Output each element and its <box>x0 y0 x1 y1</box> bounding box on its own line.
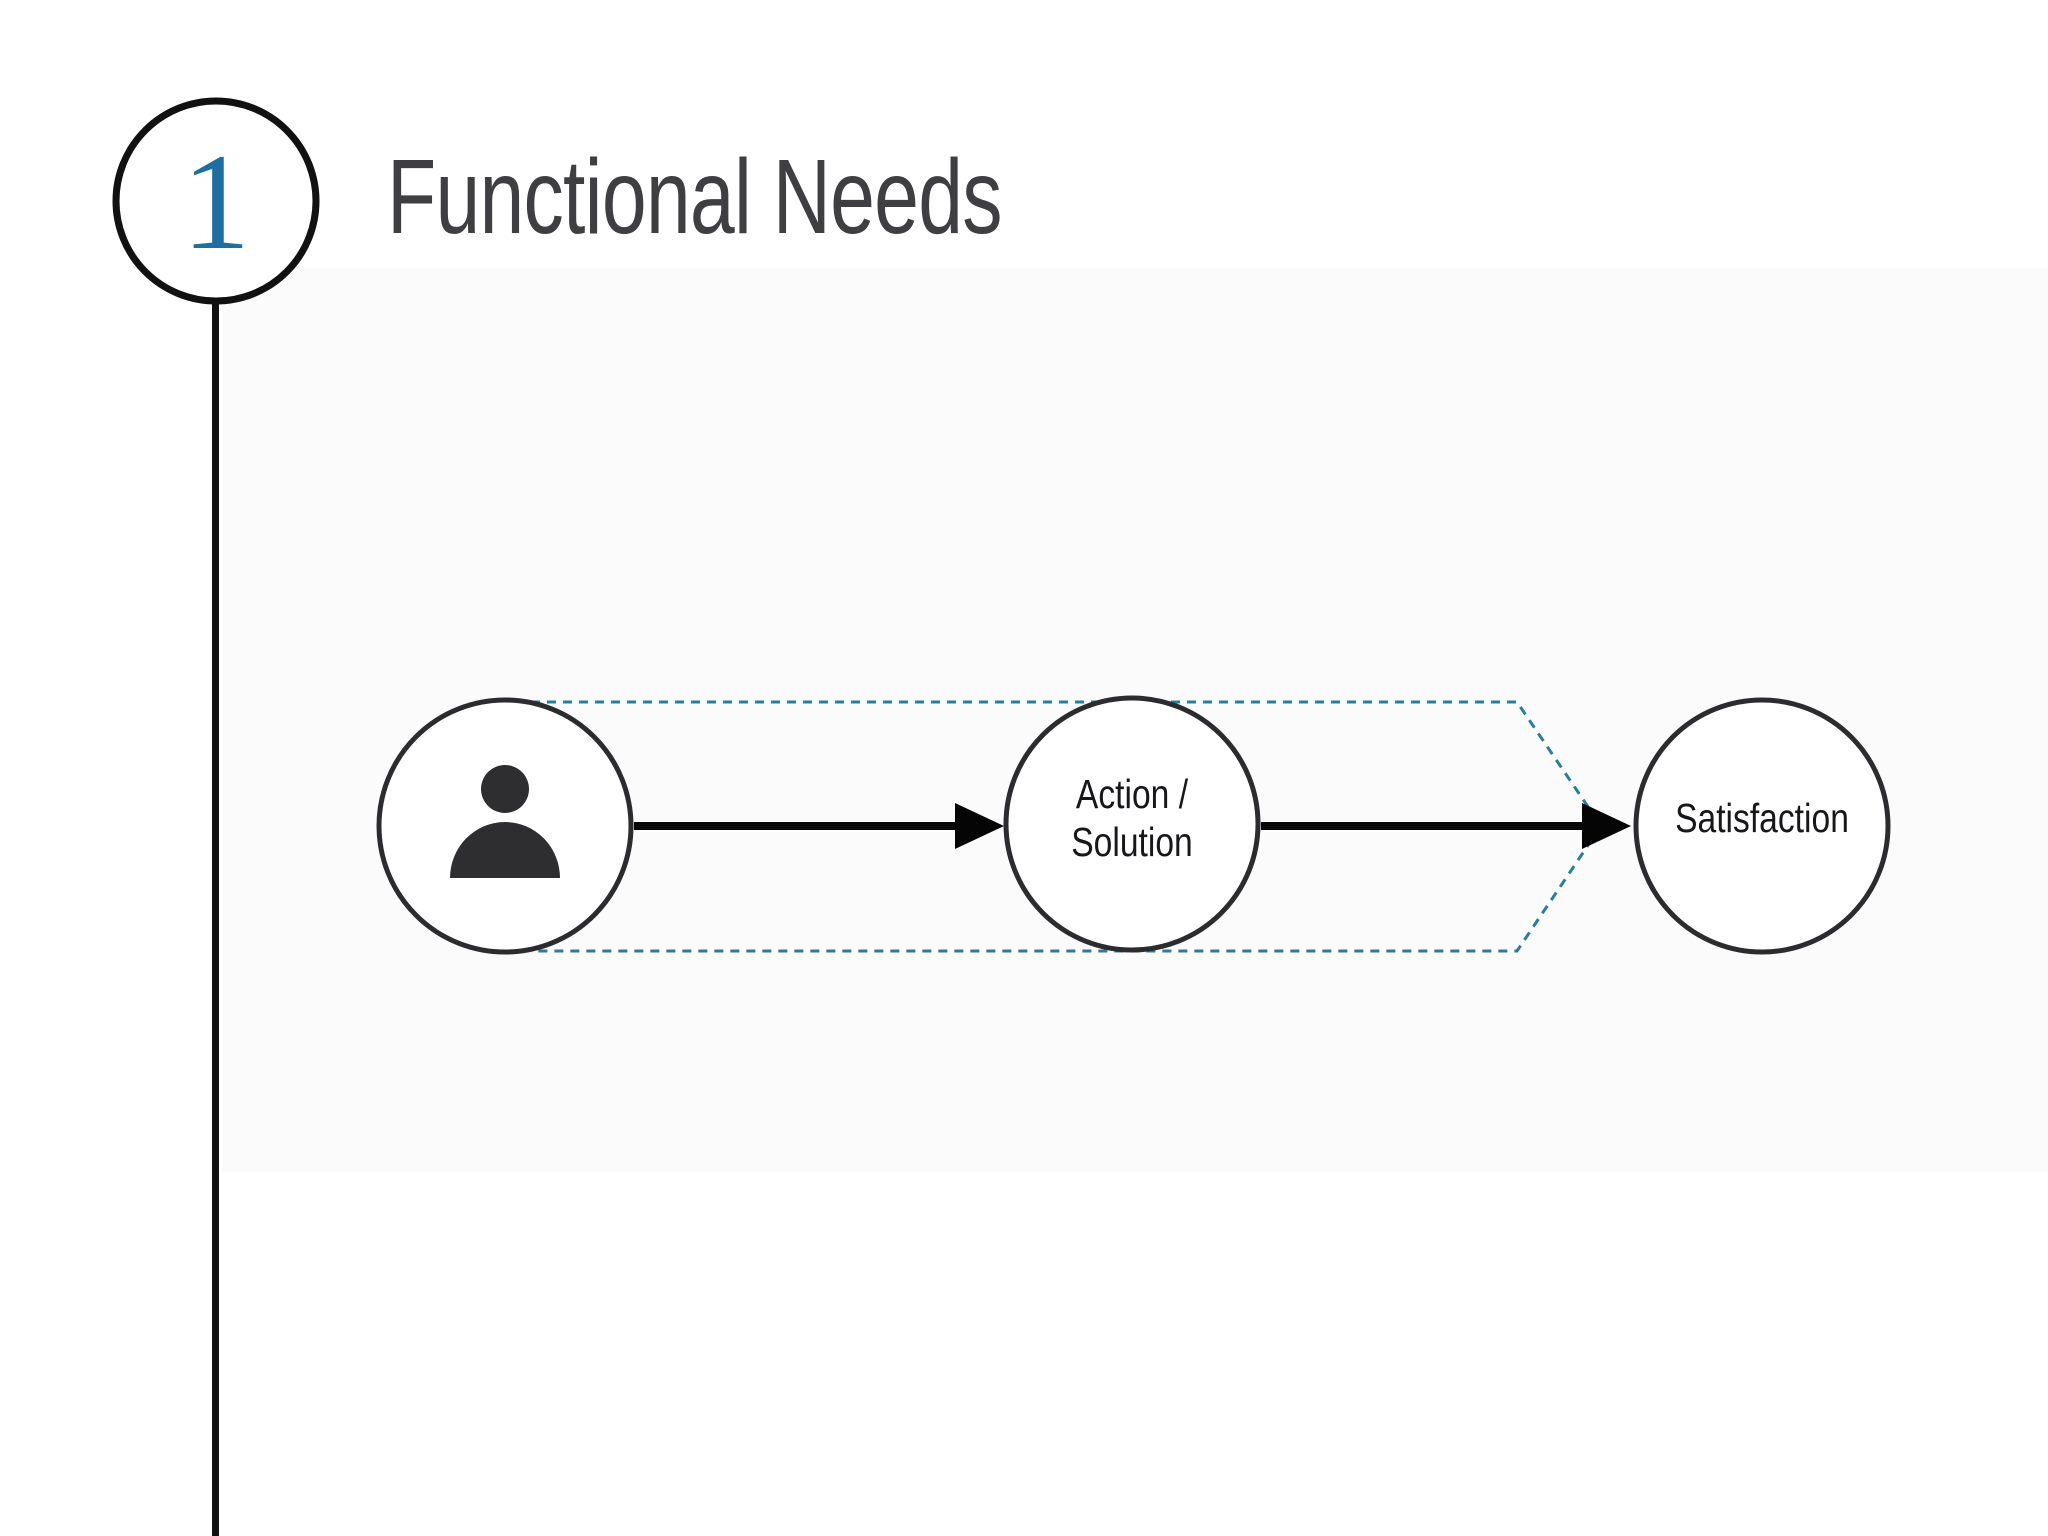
action-solution-label-line2: Solution <box>1071 819 1193 865</box>
person-icon <box>450 765 560 878</box>
step-number: 1 <box>181 125 251 278</box>
flow-arrow-user-to-action <box>634 803 1004 849</box>
satisfaction-label: Satisfaction <box>1675 795 1849 841</box>
satisfaction-node-circle <box>1633 697 1891 955</box>
step-title: Functional Needs <box>387 138 1003 256</box>
step-circle <box>112 97 320 305</box>
journey-outline-dotted <box>531 700 1603 953</box>
action-solution-label: Action / Solution <box>1009 770 1255 866</box>
action-solution-label-line1: Action / <box>1075 771 1189 817</box>
flow-arrow-action-to-satisfaction <box>1261 803 1631 849</box>
action-solution-node-circle <box>1003 695 1261 953</box>
